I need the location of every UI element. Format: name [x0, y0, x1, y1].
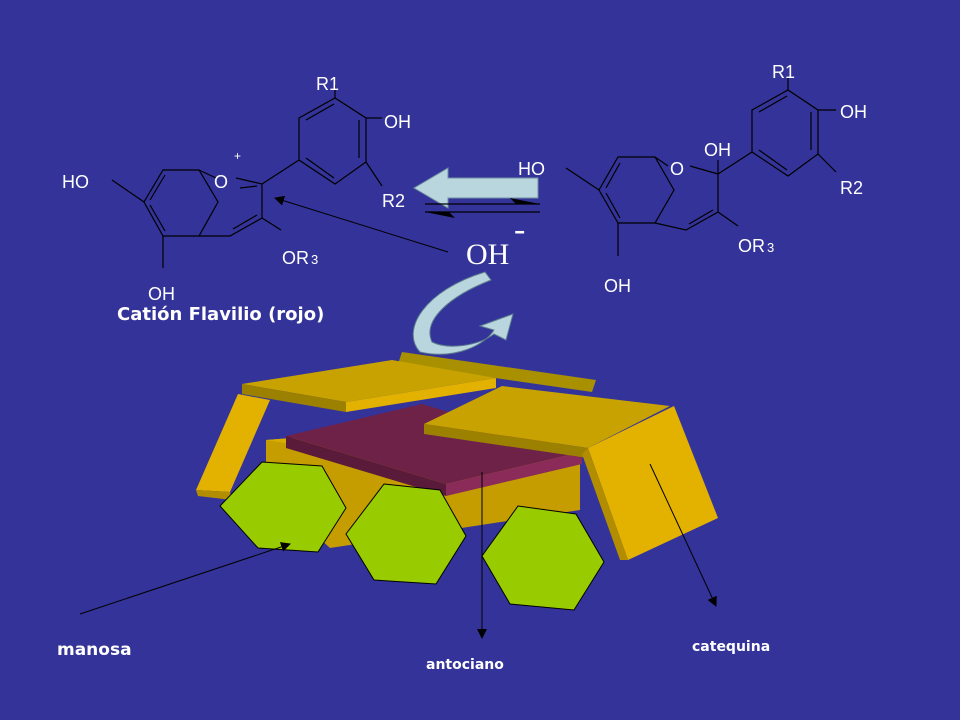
hydroxide-label: OH [466, 238, 509, 271]
left-charge-label: + [234, 149, 241, 163]
right-ring-oxygen-label: O [670, 159, 684, 179]
left-oh-top-label: OH [384, 112, 411, 132]
catequina-pointer [649, 463, 717, 607]
left-oh-bottom-label: OH [148, 284, 175, 304]
hydroxide-attack-arrow [274, 195, 449, 253]
right-r2-label: R2 [840, 178, 863, 198]
manosa-label: manosa [57, 640, 132, 660]
left-r2-label: R2 [382, 191, 405, 211]
left-ring-oxygen-label: O [214, 172, 228, 192]
flavylium-caption: Catión Flavilio (rojo) [117, 304, 324, 325]
sugar-hexagon-2 [345, 483, 467, 585]
right-wall [588, 406, 718, 560]
left-top-slab [242, 360, 496, 402]
right-r1-label: R1 [772, 62, 795, 82]
antociano-label: antociano [426, 657, 504, 673]
copigment-complex [196, 352, 718, 611]
right-ho-label: HO [518, 159, 545, 179]
equilibrium-arrow [413, 167, 540, 218]
right-oh-bottom-label: OH [604, 276, 631, 296]
anthocyanin-plate [286, 404, 582, 484]
right-oh-top-label: OH [840, 102, 867, 122]
manosa-pointer [79, 542, 291, 615]
sugar-hexagon-1 [219, 461, 347, 553]
flavylium-structure [111, 85, 383, 268]
back-slab [398, 352, 596, 392]
left-r1-label: R1 [316, 74, 339, 94]
catequina-label: catequina [692, 639, 770, 655]
left-or-subscript: 3 [311, 252, 318, 267]
right-or-text: OR [738, 236, 765, 256]
left-or-text: OR [282, 248, 309, 268]
curved-arrow [412, 271, 514, 355]
right-oh-mid-label: OH [704, 140, 731, 160]
right-or-subscript: 3 [767, 240, 774, 255]
hydroxide-charge: - [514, 211, 525, 248]
hemiketal-structure [565, 78, 837, 256]
right-top-slab [424, 386, 670, 448]
left-ho-label: HO [62, 172, 89, 192]
left-wall [196, 394, 270, 492]
